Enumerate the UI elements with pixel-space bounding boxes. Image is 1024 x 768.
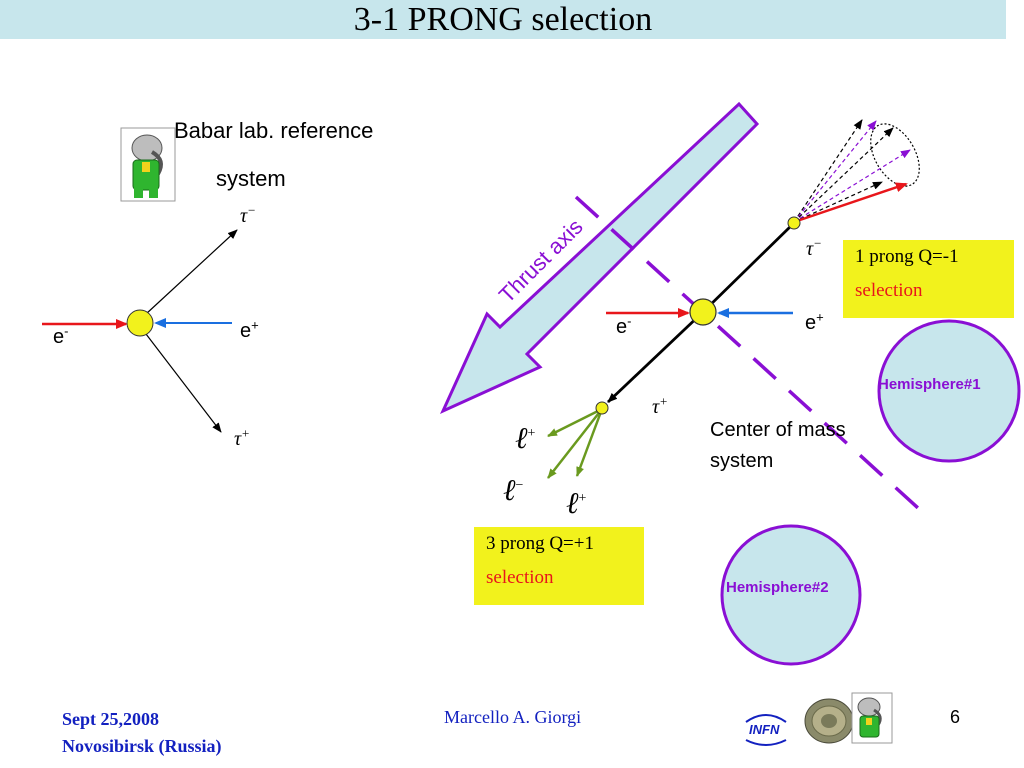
- lab-tau-minus-arrow: [145, 229, 238, 315]
- lab-tau-plus-arrow: [145, 333, 222, 433]
- lab-frame-title-line1: Babar lab. reference: [174, 118, 374, 143]
- three-prong-decay: [547, 407, 604, 479]
- hemisphere1-label: Hemisphere#1: [878, 376, 981, 393]
- cm-system-label-line1: Center of mass: [710, 419, 846, 441]
- lab-positron-label: e+: [240, 317, 259, 342]
- lepton-label-2: ℓ−: [503, 474, 524, 507]
- babar-logo-footer: [851, 692, 893, 744]
- babar-logo-top: [120, 127, 176, 202]
- tau-plus-decay-vertex: [595, 401, 609, 415]
- footer-location: Novosibirsk (Russia): [62, 736, 222, 756]
- one-prong-decay-cone: [793, 119, 920, 224]
- lab-electron-label: e-: [53, 323, 69, 348]
- lab-frame-title-line2: system: [216, 166, 286, 191]
- lab-tau-minus-label: τ−: [240, 202, 256, 227]
- lab-tau-plus-label: τ+: [234, 425, 250, 450]
- svg-text:INFN: INFN: [749, 722, 780, 737]
- cm-positron-label: e+: [805, 309, 824, 334]
- hemisphere1-circle: [877, 319, 1021, 463]
- tau-minus-decay-vertex: [787, 216, 801, 230]
- one-prong-callout: 1 prong Q=-1 selection: [843, 240, 1014, 318]
- one-prong-line1: 1 prong Q=-1: [855, 246, 959, 267]
- hemisphere-separation-plane: [574, 195, 931, 520]
- cm-tau-plus-label: τ+: [652, 393, 668, 418]
- cm-tau-minus-label: τ−: [806, 235, 822, 260]
- three-prong-line1: 3 prong Q=+1: [486, 533, 594, 554]
- footer-date: Sept 25,2008: [62, 709, 160, 729]
- three-prong-callout: 3 prong Q=+1 selection: [474, 527, 644, 605]
- hemisphere2-circle: [720, 524, 862, 666]
- title-bar: 3-1 PRONG selection: [0, 0, 1006, 39]
- cm-interaction-point: [689, 298, 717, 326]
- lepton-label-3: ℓ+: [566, 487, 587, 520]
- cm-tau-minus-line: [702, 223, 793, 314]
- page-number: 6: [950, 707, 961, 727]
- infn-logo: INFN: [745, 714, 787, 746]
- cm-system-label-line2: system: [710, 450, 774, 472]
- one-prong-line2: selection: [855, 280, 923, 301]
- lab-interaction-point: [126, 309, 154, 337]
- hemisphere2-label: Hemisphere#2: [726, 579, 829, 596]
- thrust-axis-arrow: [439, 101, 760, 415]
- cm-electron-label: e-: [616, 313, 632, 338]
- cm-tau-plus-arrow: [607, 310, 704, 404]
- footer-author: Marcello A. Giorgi: [444, 707, 582, 727]
- three-prong-line2: selection: [486, 567, 554, 588]
- lepton-label-1: ℓ+: [515, 422, 536, 455]
- slide-title: 3-1 PRONG selection: [353, 0, 653, 38]
- university-seal-logo: [804, 698, 854, 744]
